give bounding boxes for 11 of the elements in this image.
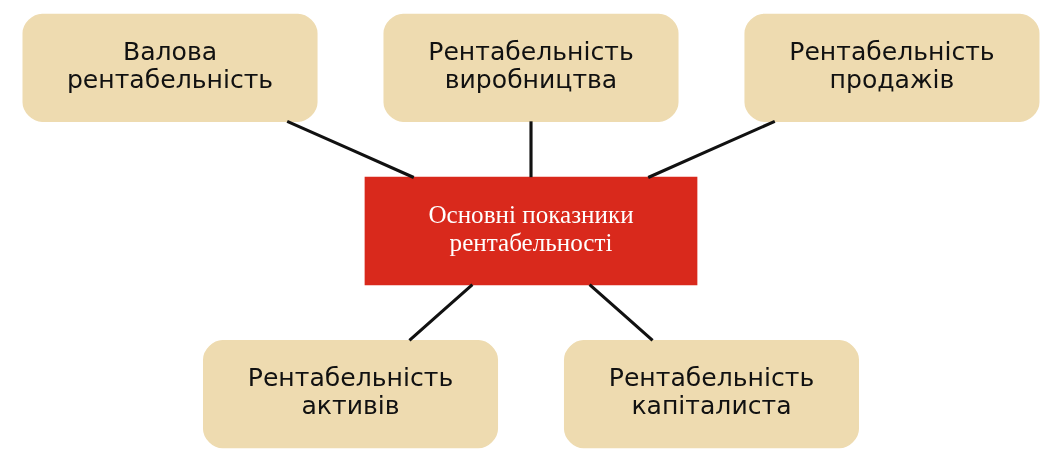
connector bbox=[286, 119, 415, 179]
node-box: Основні показники рентабельності bbox=[364, 176, 698, 286]
connector bbox=[647, 119, 776, 179]
node-box: Рентабельність активів bbox=[203, 340, 499, 449]
node-box: Рентабельність виробництва bbox=[383, 13, 679, 122]
node-box: Рентабельність капіталиста bbox=[563, 340, 859, 449]
connector bbox=[588, 283, 654, 342]
node-box: Валова рентабельність bbox=[22, 13, 318, 122]
connector bbox=[408, 283, 474, 342]
connector bbox=[529, 121, 533, 178]
node-box: Рентабельність продажів bbox=[744, 13, 1040, 122]
